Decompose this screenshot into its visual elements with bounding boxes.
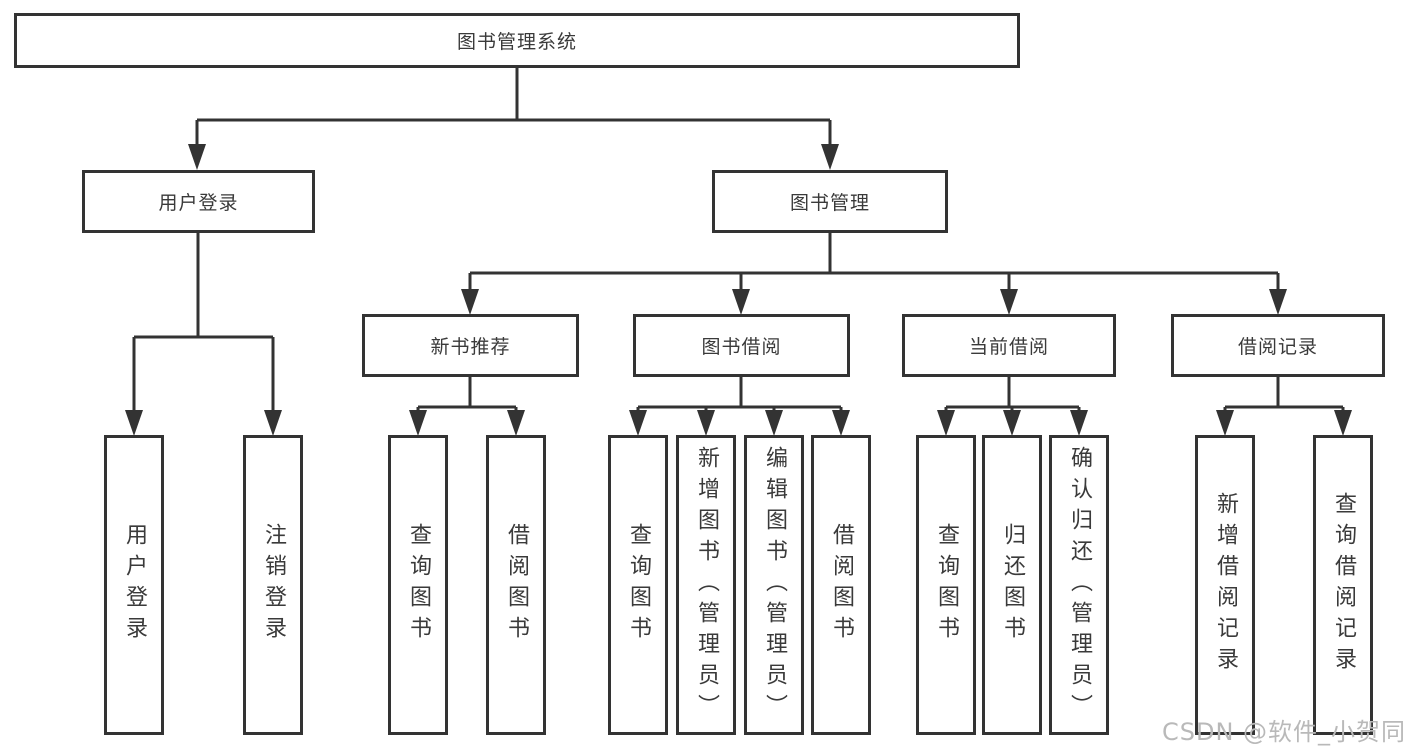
arrow-icon [732,289,750,315]
node-label: 新增借阅记录 [1213,492,1238,678]
leaf-bb-add-books-admin: 新增图书（管理员） [676,435,736,735]
node-label: 图书管理系统 [456,31,577,53]
node-label: 查询借阅记录 [1331,492,1356,678]
node-book-borrowing: 图书借阅 [633,314,850,377]
arrow-icon [188,144,206,170]
csdn-watermark: CSDN @软件_小贺同学 [1162,718,1405,746]
node-label: 用户登录 [158,192,239,214]
node-label: 图书管理 [789,192,870,214]
leaf-user-login: 用户登录 [104,435,164,735]
node-borrowing-records: 借阅记录 [1171,314,1385,377]
leaf-bb-edit-books-admin: 编辑图书（管理员） [744,435,804,735]
arrow-icon [461,289,479,315]
node-label: 图书借阅 [701,336,782,358]
arrowheads [125,144,1352,436]
node-book-management: 图书管理 [712,170,948,233]
leaf-cb-query-books: 查询图书 [916,435,976,735]
node-label: 当前借阅 [968,336,1049,358]
node-library-management-system: 图书管理系统 [14,13,1020,68]
leaf-nbr-borrow-books: 借阅图书 [486,435,546,735]
edge-records-to-leaves [1223,377,1345,416]
arrow-icon [937,410,955,436]
node-user-login: 用户登录 [82,170,315,233]
leaf-logout: 注销登录 [243,435,303,735]
edge-bookborrow-to-leaves [636,377,843,416]
leaf-nbr-query-books: 查询图书 [388,435,448,735]
node-label: 注销登录 [261,523,286,647]
arrow-icon [1070,410,1088,436]
node-label: 查询图书 [626,523,651,647]
arrow-icon [409,410,427,436]
arrow-icon [1334,410,1352,436]
arrow-icon [125,410,143,436]
node-label: 编辑图书（管理员） [762,445,787,725]
leaf-cb-return-books: 归还图书 [982,435,1042,735]
arrow-icon [697,410,715,436]
arrow-icon [1216,410,1234,436]
leaf-bb-borrow-books: 借阅图书 [811,435,871,735]
edge-userlogin-to-leaves [132,233,275,416]
arrow-icon [821,144,839,170]
node-label: 确认归还（管理员） [1067,445,1092,725]
node-label: 借阅记录 [1237,336,1318,358]
node-label: 借阅图书 [504,523,529,647]
node-label: 新增图书（管理员） [694,445,719,725]
leaf-br-query-record: 查询借阅记录 [1313,435,1373,735]
connector-paths [132,68,1345,416]
leaf-br-add-record: 新增借阅记录 [1195,435,1255,735]
arrow-icon [1269,289,1287,315]
edge-bookmgmt-to-level3 [468,233,1280,295]
node-current-borrowing: 当前借阅 [902,314,1116,377]
node-label: 用户登录 [122,523,147,647]
arrow-icon [1003,410,1021,436]
arrow-icon [264,410,282,436]
arrow-icon [507,410,525,436]
arrow-icon [832,410,850,436]
node-label: 新书推荐 [430,336,511,358]
node-new-book-recommend: 新书推荐 [362,314,579,377]
arrow-icon [629,410,647,436]
node-label: 查询图书 [406,523,431,647]
node-label: 借阅图书 [829,523,854,647]
edge-newbook-to-leaves [416,377,518,416]
node-label: 归还图书 [1000,523,1025,647]
node-label: 查询图书 [934,523,959,647]
leaf-bb-query-books: 查询图书 [608,435,668,735]
leaf-cb-confirm-return-admin: 确认归还（管理员） [1049,435,1109,735]
edge-root-to-level2 [195,68,832,150]
arrow-icon [765,410,783,436]
arrow-icon [1000,289,1018,315]
